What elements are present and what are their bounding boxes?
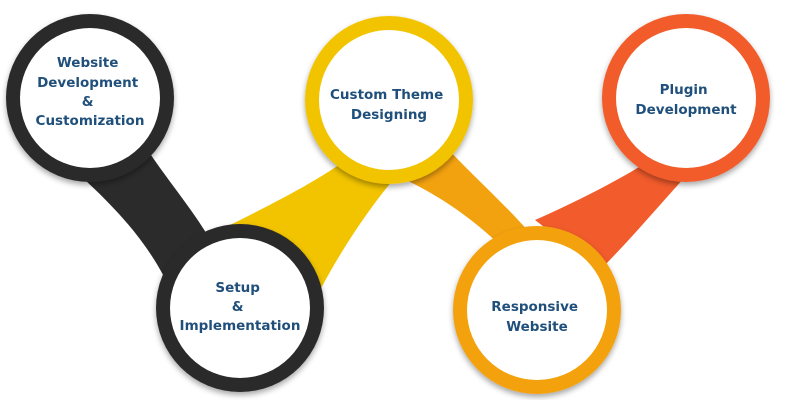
node-circle	[20, 28, 160, 168]
node-label: Plugin Development	[635, 82, 737, 118]
node-plugin-development: Plugin Development	[602, 14, 770, 182]
node-website-development: Website Development & Customization	[6, 14, 174, 182]
node-circle	[319, 30, 459, 170]
node-custom-theme: Custom Theme Designing	[305, 16, 473, 184]
node-label: Custom Theme Designing	[330, 87, 448, 123]
node-circle	[616, 28, 756, 168]
node-circle	[467, 240, 607, 380]
node-circle	[170, 238, 310, 378]
node-responsive-website: Responsive Website	[453, 226, 621, 394]
node-label: Website Development & Customization	[36, 55, 145, 129]
node-label: Responsive Website	[491, 299, 582, 335]
node-setup-implementation: Setup & Implementation	[156, 224, 324, 392]
node-label: Setup & Implementation	[180, 280, 301, 334]
